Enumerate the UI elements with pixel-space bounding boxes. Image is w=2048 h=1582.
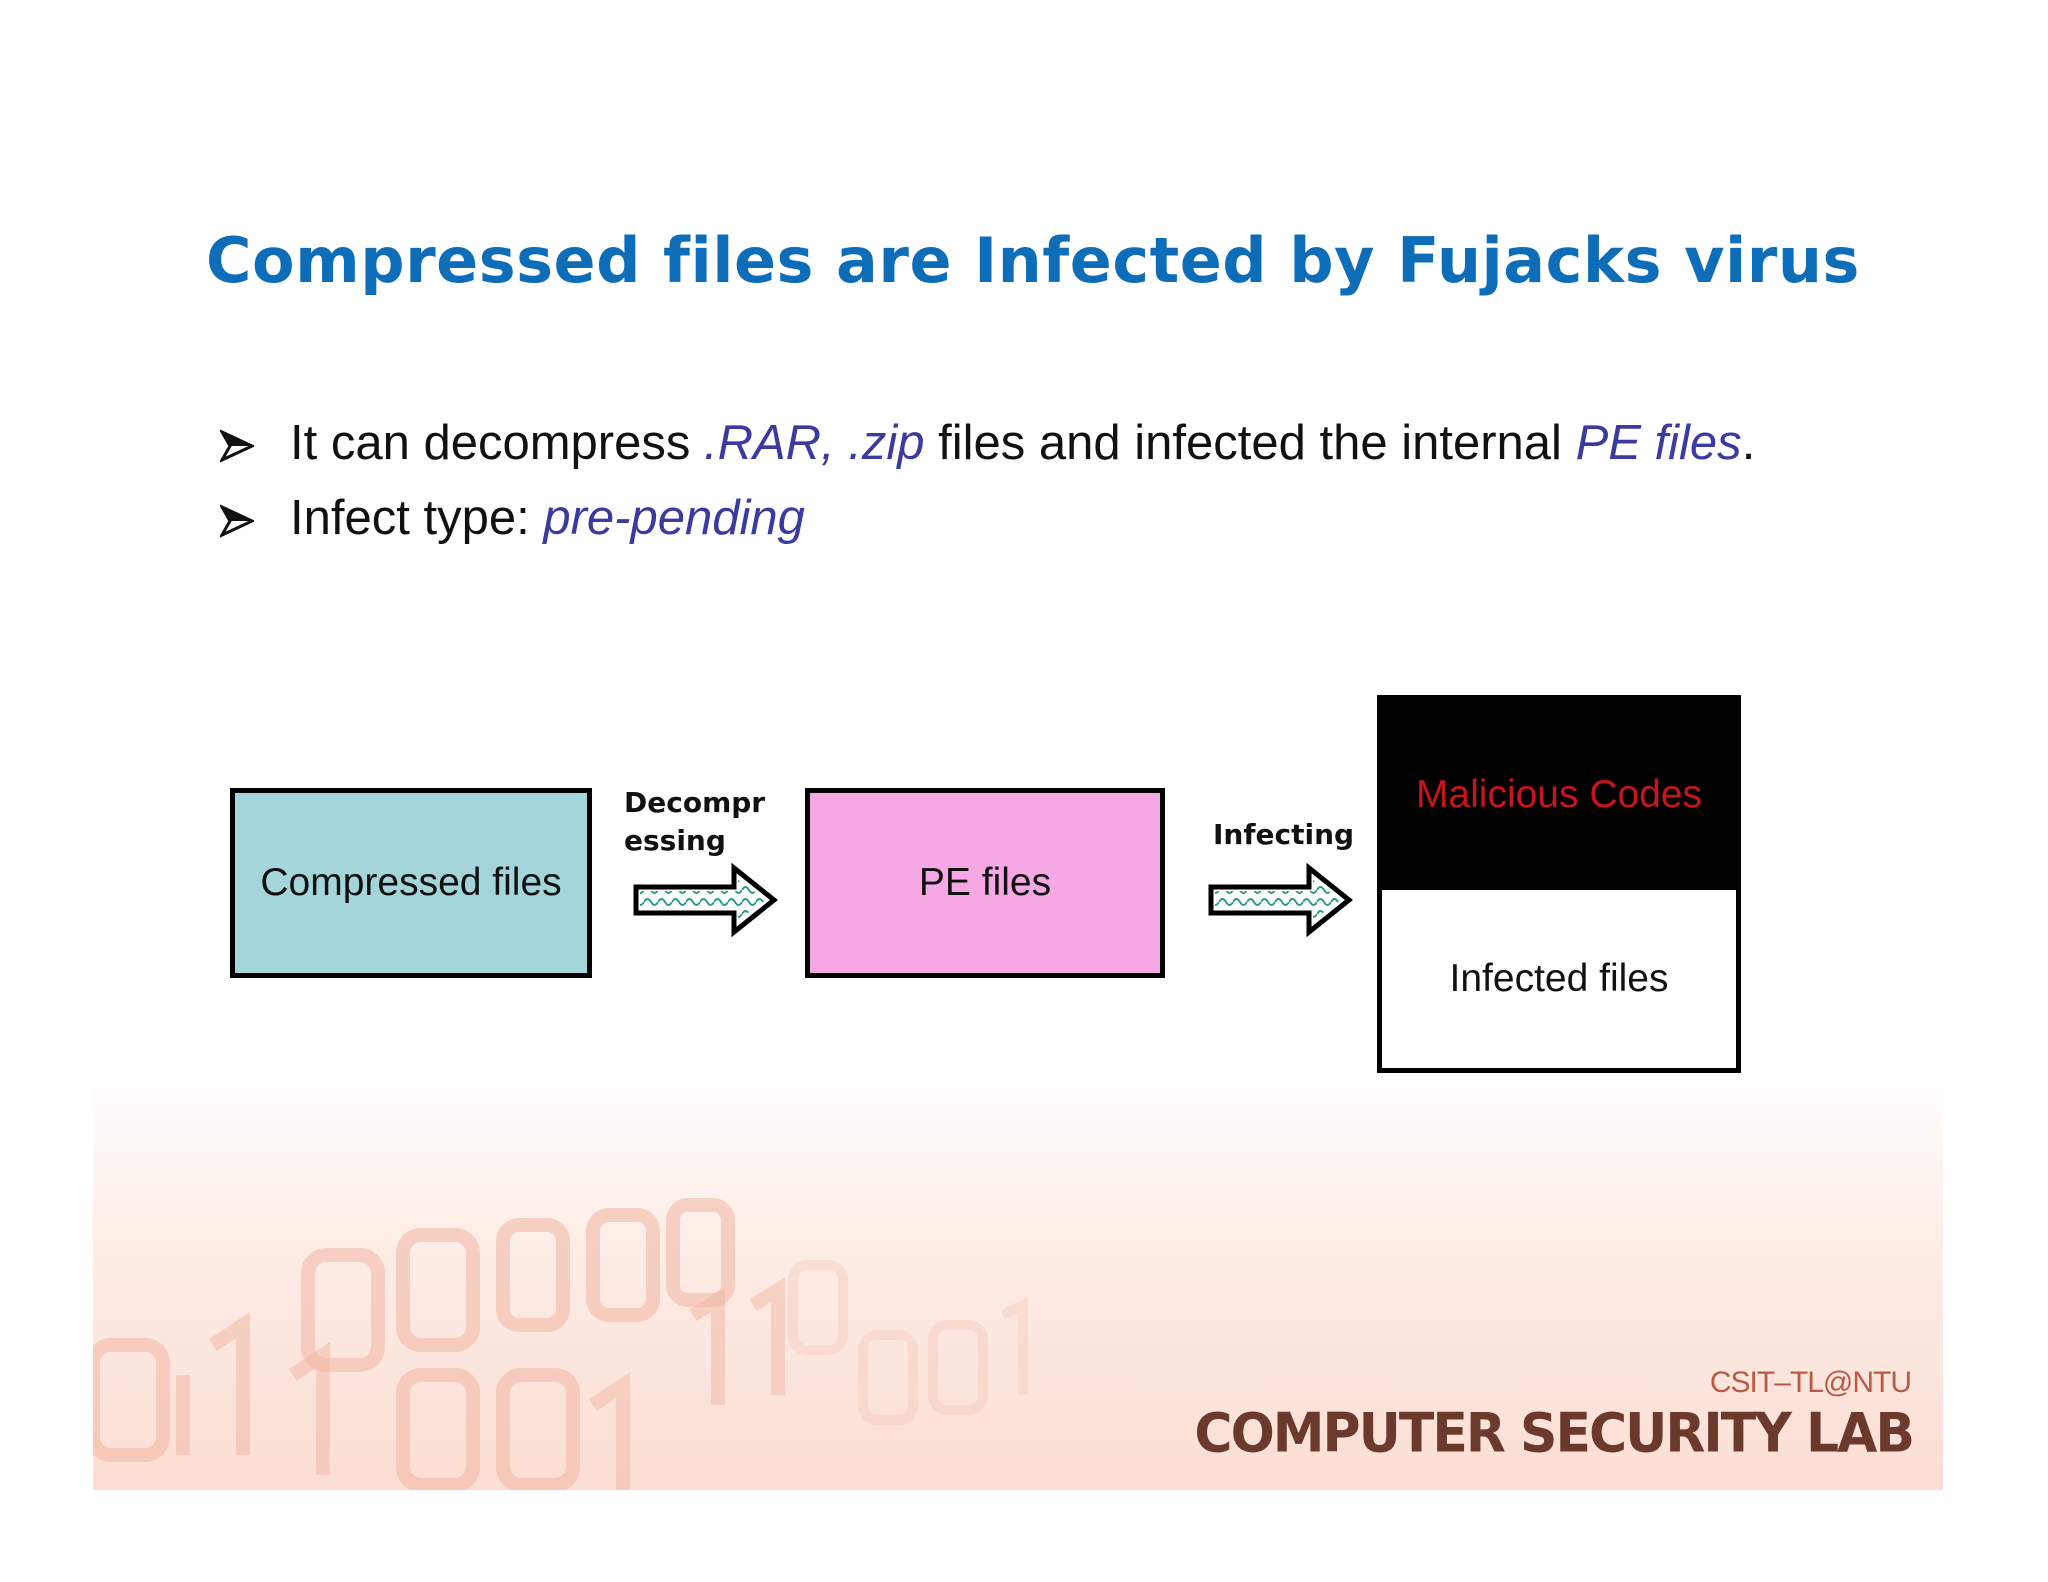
bullet-text-part: files and infected the internal xyxy=(924,416,1576,470)
right-arrow-icon xyxy=(633,862,779,938)
binary-background-decoration xyxy=(93,1075,1943,1490)
infecting-label: Infecting xyxy=(1213,818,1355,851)
arrowhead-bullet-icon xyxy=(218,415,290,471)
right-arrow-icon xyxy=(1208,862,1354,938)
decompressing-label-line: essing xyxy=(624,824,726,857)
decompressing-label-line: Decompr xyxy=(624,786,766,819)
bullet-text-accent: pre-pending xyxy=(543,491,805,545)
bullet-item: It can decompress .RAR, .zip files and i… xyxy=(218,415,1756,471)
infected-files-section: Infected files xyxy=(1382,890,1736,1068)
pe-files-box: PE files xyxy=(805,788,1165,978)
malicious-codes-section: Malicious Codes xyxy=(1382,700,1736,890)
slide-title: Compressed files are Infected by Fujacks… xyxy=(206,224,1860,297)
infected-files-label: Infected files xyxy=(1449,957,1669,1000)
bullet-text-part: . xyxy=(1741,416,1756,470)
compressed-files-label: Compressed files xyxy=(260,861,562,904)
malicious-codes-label: Malicious Codes xyxy=(1415,773,1703,816)
decompressing-label: Decompr essing xyxy=(624,784,774,860)
computer-security-lab-logo: COMPUTER SECURITY LAB xyxy=(1194,1402,1915,1465)
compressed-files-box: Compressed files xyxy=(230,788,592,978)
bullet-text-part: Infect type: xyxy=(290,491,544,545)
pe-files-label: PE files xyxy=(918,861,1052,904)
arrowhead-bullet-icon xyxy=(218,490,290,546)
infected-file-box: Malicious Codes Infected files xyxy=(1377,695,1741,1073)
bullet-item: Infect type: pre-pending xyxy=(218,490,805,546)
bullet-text-part: It can decompress xyxy=(290,416,704,470)
bullet-text-accent: .RAR, .zip xyxy=(703,416,925,470)
binary-digits-graphic xyxy=(93,1198,1028,1490)
footer-tag: CSIT–TL@NTU xyxy=(1709,1366,1912,1399)
bullet-text-accent: PE files xyxy=(1575,416,1742,470)
